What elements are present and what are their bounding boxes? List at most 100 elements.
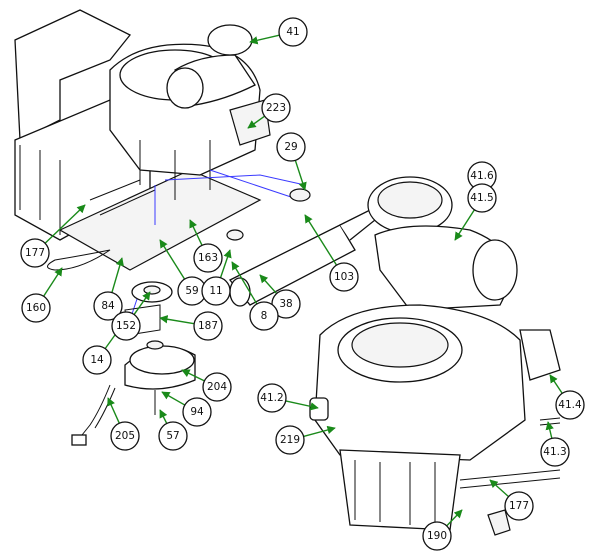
- callout-circle: [467, 183, 497, 213]
- callout-label: 11: [209, 285, 222, 297]
- callout-c41-4: 41.4: [555, 390, 585, 420]
- callout-c57: 57: [158, 421, 188, 451]
- leader-line-c41: [249, 34, 280, 45]
- callout-circle: [82, 345, 112, 375]
- callout-c84: 84: [93, 291, 123, 321]
- callout-c29: 29: [276, 132, 306, 162]
- callout-c41: 41: [278, 17, 308, 47]
- callout-circle: [249, 301, 279, 331]
- callout-c103: 103: [329, 262, 359, 292]
- callout-c205: 205: [110, 421, 140, 451]
- callout-c8: 8: [249, 301, 279, 331]
- belt: [47, 249, 111, 271]
- blue-wires: [129, 169, 306, 321]
- callout-label: 94: [190, 406, 204, 418]
- callout-label: 223: [266, 102, 286, 114]
- leader-line-c204: [181, 369, 205, 382]
- callout-label: 160: [26, 302, 46, 314]
- callout-circle: [278, 17, 308, 47]
- callout-label: 103: [334, 271, 354, 283]
- callout-circle: [201, 276, 231, 306]
- callout-c152: 152: [111, 311, 141, 341]
- callout-label: 152: [116, 320, 136, 332]
- callout-label: 219: [280, 434, 300, 446]
- leader-line-c38: [259, 274, 278, 295]
- callout-label: 190: [427, 530, 447, 542]
- callout-label: 8: [261, 310, 268, 322]
- callout-label: 205: [115, 430, 135, 442]
- callout-c163: 163: [193, 243, 223, 273]
- callout-label: 14: [90, 354, 104, 366]
- leader-line-c59: [159, 239, 186, 280]
- callout-circle: [193, 243, 223, 273]
- callout-label: 59: [185, 285, 198, 297]
- callout-c190: 190: [422, 521, 452, 551]
- leader-line-c187: [159, 315, 195, 325]
- leader-line-c219: [303, 425, 336, 438]
- callout-circle: [193, 311, 223, 341]
- callout-c59: 59: [177, 276, 207, 306]
- callout-label: 41.2: [260, 392, 283, 404]
- callout-circle: [540, 437, 570, 467]
- callout-label: 29: [284, 141, 297, 153]
- callout-c223: 223: [261, 93, 291, 123]
- callout-label: 41.5: [470, 192, 493, 204]
- callout-circle: [329, 262, 359, 292]
- callout-c38: 38: [271, 289, 301, 319]
- callout-c94: 94: [182, 397, 212, 427]
- callout-c177a: 177: [20, 238, 50, 268]
- callout-circle: [93, 291, 123, 321]
- callout-circle: [111, 311, 141, 341]
- callout-c14: 14: [82, 345, 112, 375]
- callout-label: 41.3: [543, 446, 566, 458]
- callout-label: 204: [207, 381, 227, 393]
- callout-label: 41.6: [470, 170, 494, 182]
- callout-circle: [182, 397, 212, 427]
- callout-c41-3: 41.3: [540, 437, 570, 467]
- leader-line-c205: [107, 397, 120, 424]
- leader-line-c163: [189, 219, 203, 246]
- leader-line-c152: [133, 291, 151, 315]
- callout-label: 84: [101, 300, 115, 312]
- callout-circle: [555, 390, 585, 420]
- callouts: 41 223 29 41.6 41.5 177 163 103 160 84 59 11 388 152 1…: [20, 17, 585, 551]
- callout-circle: [20, 238, 50, 268]
- callout-circle: [110, 421, 140, 451]
- callout-label: 187: [198, 320, 218, 332]
- callout-c187: 187: [193, 311, 223, 341]
- leader-line-c11: [219, 249, 232, 278]
- leader-line-c103: [304, 214, 338, 266]
- leader-line-c160: [43, 267, 63, 297]
- leader-line-c177b: [489, 479, 510, 498]
- callout-c160: 160: [21, 293, 51, 323]
- leader-lines: [43, 34, 563, 527]
- callout-circle: [275, 425, 305, 455]
- callout-label: 57: [166, 430, 179, 442]
- leader-line-c57: [159, 409, 168, 424]
- callout-c204: 204: [202, 372, 232, 402]
- callout-label: 177: [509, 500, 529, 512]
- leader-line-c41-5: [454, 209, 476, 241]
- callout-circle: [202, 372, 232, 402]
- callout-label: 163: [198, 252, 218, 264]
- callout-c41-2: 41.2: [257, 383, 287, 413]
- callout-circle: [276, 132, 306, 162]
- leader-line-c94: [161, 391, 186, 406]
- callout-c41-5: 41.5: [467, 183, 497, 213]
- callout-c177b: 177: [504, 491, 534, 521]
- callout-label: 177: [25, 247, 45, 259]
- callout-circle: [158, 421, 188, 451]
- callout-label: 41: [286, 26, 299, 38]
- callout-c11: 11: [201, 276, 231, 306]
- leader-line-c29: [294, 160, 307, 191]
- lower-engine: [309, 176, 561, 536]
- leader-line-c8: [231, 261, 258, 305]
- leader-line-c41-3: [545, 421, 554, 439]
- callout-circle: [257, 383, 287, 413]
- leader-line-c84: [111, 257, 124, 293]
- leader-line-c223: [247, 115, 266, 129]
- callout-circle: [504, 491, 534, 521]
- leader-line-c190: [446, 509, 463, 527]
